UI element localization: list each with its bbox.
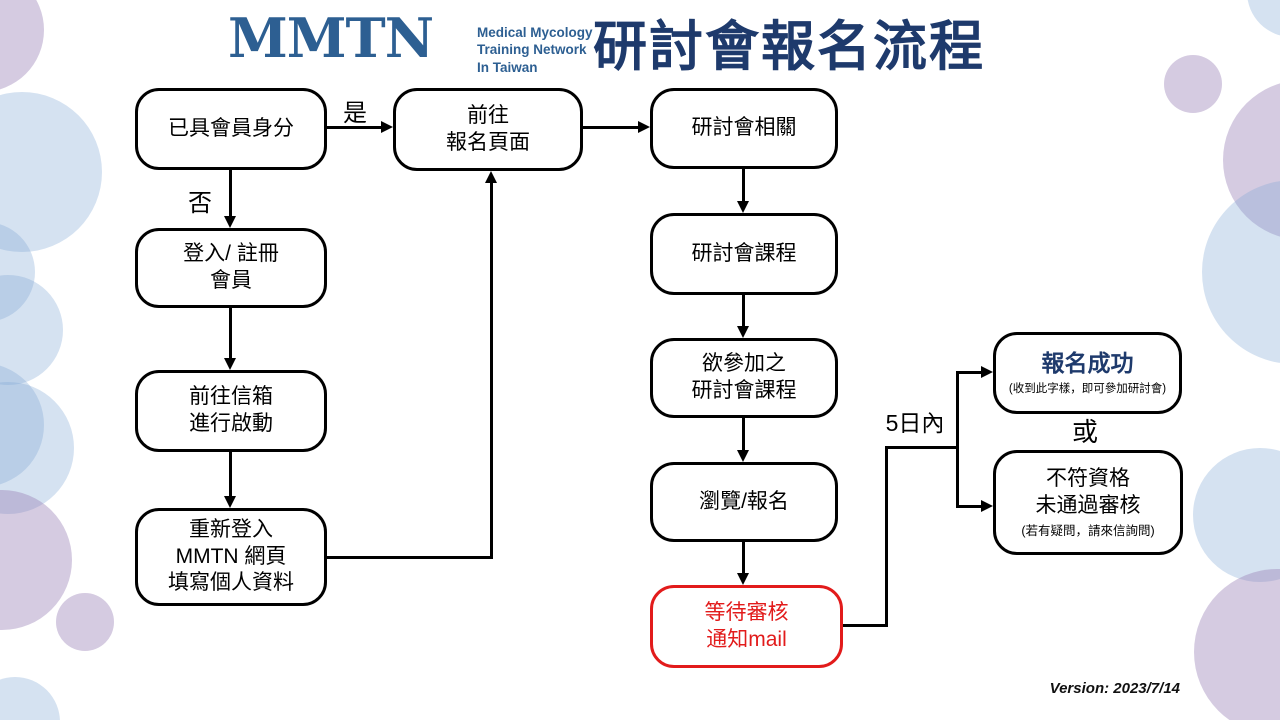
arrowhead xyxy=(981,500,993,512)
label-within-days: 5日內 xyxy=(885,410,945,436)
arrowhead xyxy=(981,366,993,378)
label-or: 或 xyxy=(1071,417,1098,447)
connector-line xyxy=(583,126,640,129)
arrowhead xyxy=(381,121,393,133)
connector-line xyxy=(956,371,959,508)
decor-circle xyxy=(0,0,44,92)
flow-box-seminar-related: 研討會相關 xyxy=(650,88,838,169)
logo-subtitle-line: In Taiwan xyxy=(477,59,538,75)
connector-line xyxy=(229,170,232,218)
decor-circle xyxy=(1164,55,1222,113)
mmtn-logo: MMTN xyxy=(228,6,434,70)
flow-box-desired-course: 欲參加之 研討會課程 xyxy=(650,338,838,418)
connector-line xyxy=(742,542,745,575)
success-title: 報名成功 xyxy=(1041,350,1134,377)
rejected-note: (若有疑問，請來信詢問) xyxy=(1021,524,1155,539)
decor-circle xyxy=(1194,569,1280,720)
connector-line xyxy=(956,505,983,508)
connector-line xyxy=(742,418,745,452)
flow-box-relogin-fill: 重新登入 MMTN 網頁 填寫個人資料 xyxy=(135,508,327,606)
flow-box-text: 研討會課程 xyxy=(691,241,797,265)
arrowhead xyxy=(737,201,749,213)
arrowhead xyxy=(737,450,749,462)
decor-circle xyxy=(1202,180,1280,364)
decor-circle xyxy=(56,593,114,651)
decor-circle xyxy=(1193,448,1280,582)
flow-box-text: 研討會課程 xyxy=(691,379,797,402)
flow-box-text: MMTN 網頁 xyxy=(175,544,287,568)
arrowhead xyxy=(737,573,749,585)
flow-box-text: 等待審核 xyxy=(704,600,789,624)
flow-box-browse-register: 瀏覽/報名 xyxy=(650,462,838,542)
arrowhead xyxy=(224,358,236,370)
flow-box-text: 未通過審核 xyxy=(1035,493,1141,517)
mmtn-logo-subtitle: Medical Mycology Training Network In Tai… xyxy=(477,24,593,76)
flow-box-rejected: 不符資格 未通過審核 (若有疑問，請來信詢問) xyxy=(993,450,1183,555)
connector-line xyxy=(327,556,493,559)
arrowhead xyxy=(737,326,749,338)
flow-box-text: 報名頁面 xyxy=(446,130,530,154)
arrowhead xyxy=(485,171,497,183)
success-note: (收到此字樣，即可參加研討會) xyxy=(1008,382,1167,395)
arrowhead xyxy=(224,216,236,228)
version-text: Version: 2023/7/14 xyxy=(1049,680,1180,697)
flow-box-text: 進行啟動 xyxy=(189,412,273,435)
connector-line xyxy=(885,446,959,449)
connector-line xyxy=(742,169,745,203)
logo-subtitle-line: Training Network xyxy=(477,42,587,58)
decor-circle xyxy=(0,677,60,720)
flow-box-text: 不符資格 xyxy=(1046,466,1130,490)
flow-box-text: 欲參加之 xyxy=(702,352,786,376)
decor-circle xyxy=(0,92,102,252)
connector-line xyxy=(229,452,232,498)
flow-box-text: 填寫個人資料 xyxy=(168,571,294,595)
flow-box-text: 研討會相關 xyxy=(691,116,797,140)
page-title: 研討會報名流程 xyxy=(593,17,985,77)
flow-box-mailbox-activate: 前往信箱 進行啟動 xyxy=(135,370,327,452)
connector-line xyxy=(490,182,493,559)
flow-box-text: 重新登入 xyxy=(189,517,273,541)
connector-line xyxy=(229,307,232,360)
connector-line xyxy=(742,295,745,328)
flow-box-waiting-review: 等待審核 通知mail xyxy=(650,585,843,668)
flow-box-text: 登入/ 註冊 xyxy=(183,242,279,266)
connector-line xyxy=(885,446,888,627)
flow-box-login-register: 登入/ 註冊 會員 xyxy=(135,228,327,308)
decor-circle xyxy=(1247,0,1280,37)
flow-box-text: 已具會員身分 xyxy=(168,116,294,140)
connector-line xyxy=(327,126,383,129)
flow-box-text: 通知mail xyxy=(706,627,787,651)
flow-box-goto-registration: 前往 報名頁面 xyxy=(393,88,583,171)
connector-line xyxy=(843,624,888,627)
logo-subtitle-line: Medical Mycology xyxy=(477,25,593,40)
flow-box-text: 瀏覽/報名 xyxy=(699,489,789,513)
arrowhead xyxy=(224,496,236,508)
flow-box-member-check: 已具會員身分 xyxy=(135,88,327,170)
flow-box-seminar-course: 研討會課程 xyxy=(650,213,838,295)
flow-box-text: 會員 xyxy=(210,269,252,292)
label-no: 否 xyxy=(188,190,212,217)
label-yes: 是 xyxy=(343,100,367,127)
flow-box-text: 前往 xyxy=(467,103,509,127)
connector-line xyxy=(956,371,983,374)
flow-box-success: 報名成功 (收到此字樣，即可參加研討會) xyxy=(993,332,1182,414)
flow-box-text: 前往信箱 xyxy=(189,385,273,409)
arrowhead xyxy=(638,121,650,133)
